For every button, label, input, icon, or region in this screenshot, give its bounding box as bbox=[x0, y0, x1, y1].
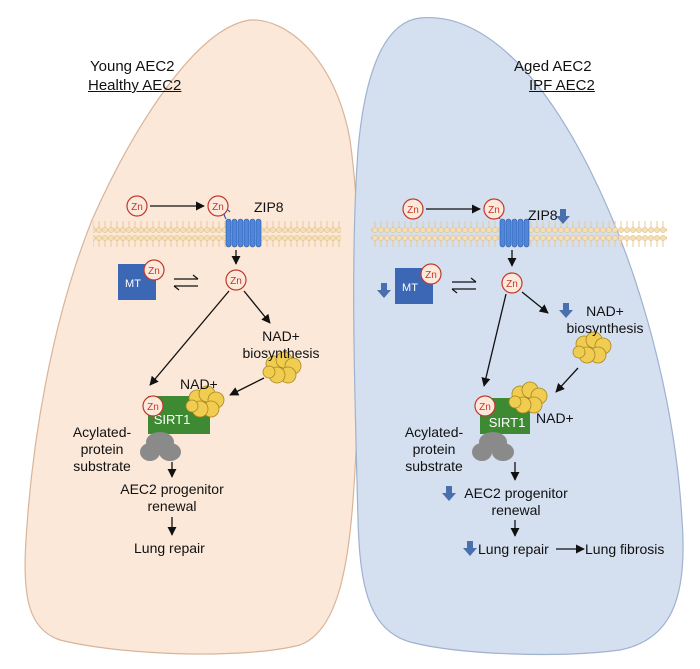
svg-text:Zn: Zn bbox=[212, 202, 224, 213]
svg-text:Zn: Zn bbox=[131, 202, 143, 213]
right-outcome-label: Lung repair bbox=[478, 541, 549, 557]
right-lung-shape bbox=[353, 17, 684, 655]
left-zn-intracellular: Zn bbox=[225, 269, 247, 291]
svg-text:Zn: Zn bbox=[407, 205, 419, 216]
left-zn-extracellular: Zn bbox=[126, 195, 148, 217]
right-substrate-label: Acylated- protein substrate bbox=[386, 424, 482, 475]
svg-text:Zn: Zn bbox=[230, 276, 242, 287]
right-title-aged: Aged AEC2 bbox=[514, 58, 592, 75]
left-nad-biosynthesis-label: NAD+ biosynthesis bbox=[236, 328, 326, 362]
left-renewal-line1: AEC2 progenitor bbox=[120, 481, 224, 497]
left-arrow-zn-to-sirt1 bbox=[149, 290, 230, 386]
right-nad-biosynthesis-line2: biosynthesis bbox=[566, 320, 644, 336]
right-zn-bound: Zn bbox=[483, 198, 505, 220]
right-renewal-label: AEC2 progenitor renewal bbox=[456, 485, 576, 519]
svg-text:MT: MT bbox=[125, 278, 141, 290]
right-substrate-line2: protein bbox=[412, 441, 456, 457]
right-renewal-line1: AEC2 progenitor bbox=[464, 485, 568, 501]
left-substrate-line1: Acylated- bbox=[72, 424, 132, 440]
right-renewal-decrease-icon bbox=[442, 486, 456, 501]
right-nad-decrease-icon bbox=[559, 303, 573, 318]
right-repair-decrease-icon bbox=[463, 541, 477, 556]
right-zip8-label: ZIP8 bbox=[528, 207, 558, 223]
left-nad-label: NAD+ bbox=[180, 376, 218, 392]
right-renewal-line2: renewal bbox=[491, 502, 541, 518]
left-renewal-line2: renewal bbox=[147, 498, 197, 514]
left-zip8-transporter bbox=[223, 208, 262, 248]
left-title-healthy: Healthy AEC2 bbox=[88, 77, 182, 94]
svg-text:Zn: Zn bbox=[425, 270, 437, 281]
svg-text:Zn: Zn bbox=[148, 266, 160, 277]
right-arrow-zn-to-nad-biosynthesis bbox=[521, 291, 549, 314]
left-outcome-label: Lung repair bbox=[134, 540, 205, 556]
right-nad-biosynthesis-label: NAD+ biosynthesis bbox=[560, 303, 650, 337]
left-arrow-zn-to-nad-biosynthesis bbox=[243, 290, 271, 324]
left-substrate-blob bbox=[140, 432, 181, 461]
right-substrate-line1: Acylated- bbox=[404, 424, 464, 440]
left-sirt1-label: SIRT1 bbox=[154, 412, 191, 427]
right-sirt1-label: SIRT1 bbox=[489, 415, 526, 430]
right-arrow-zn-to-sirt1 bbox=[481, 293, 507, 387]
right-arrow-nad-to-sirt1 bbox=[555, 367, 579, 393]
right-outcome-extra-label: Lung fibrosis bbox=[585, 541, 665, 557]
left-zn-sirt1: Zn bbox=[142, 395, 164, 417]
left-equilibrium-arrows bbox=[173, 274, 199, 291]
left-substrate-line2: protein bbox=[80, 441, 124, 457]
svg-text:Zn: Zn bbox=[488, 205, 500, 216]
right-zn-sirt1: Zn bbox=[474, 395, 496, 417]
right-substrate-line3: substrate bbox=[405, 458, 463, 474]
right-nad-biosynthesis-line1: NAD+ bbox=[586, 303, 624, 319]
right-equilibrium-arrows bbox=[451, 277, 477, 294]
left-title-young: Young AEC2 bbox=[90, 58, 175, 75]
left-nad-biosynthesis-line1: NAD+ bbox=[262, 328, 300, 344]
right-substrate-blob bbox=[472, 432, 514, 461]
left-zip8-label: ZIP8 bbox=[254, 199, 284, 215]
right-nad-label: NAD+ bbox=[536, 410, 574, 426]
left-mt-box: MT Zn bbox=[118, 259, 165, 300]
left-arrow-nad-to-sirt1 bbox=[229, 377, 265, 396]
svg-text:MT: MT bbox=[402, 282, 418, 294]
right-zn-extracellular: Zn bbox=[402, 198, 424, 220]
svg-text:Zn: Zn bbox=[506, 279, 518, 290]
left-zn-bound: Zn bbox=[207, 195, 229, 217]
right-zip8-decrease-icon bbox=[556, 209, 570, 224]
left-substrate-label: Acylated- protein substrate bbox=[54, 424, 150, 475]
right-mt-box: MT Zn bbox=[395, 263, 442, 304]
right-title-ipf: IPF AEC2 bbox=[529, 77, 595, 94]
right-zn-intracellular: Zn bbox=[501, 272, 523, 294]
left-substrate-line3: substrate bbox=[73, 458, 131, 474]
right-mt-decrease-icon bbox=[377, 283, 391, 298]
svg-text:Zn: Zn bbox=[479, 402, 491, 413]
left-cell-membrane bbox=[93, 221, 341, 247]
left-renewal-label: AEC2 progenitor renewal bbox=[112, 481, 232, 515]
svg-text:Zn: Zn bbox=[147, 402, 159, 413]
left-nad-biosynthesis-line2: biosynthesis bbox=[242, 345, 320, 361]
